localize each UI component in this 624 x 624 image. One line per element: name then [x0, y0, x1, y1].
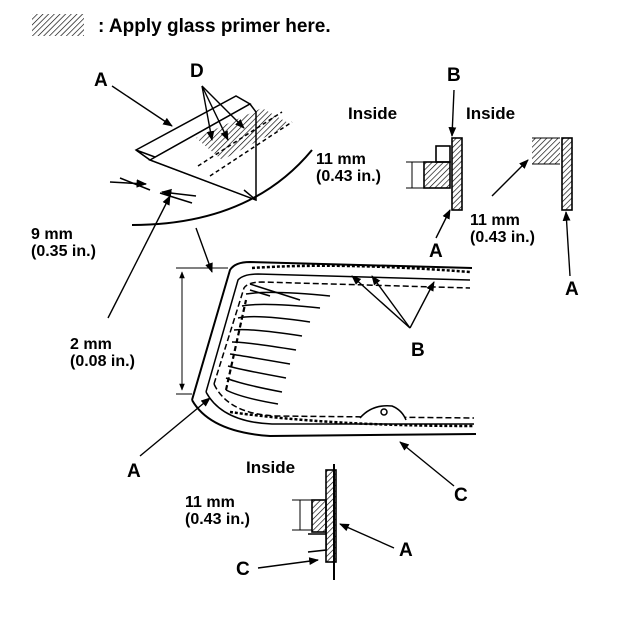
dimension-11mm-a-mm: 11 mm: [470, 212, 520, 229]
leader-lines: [107, 85, 571, 569]
dimension-2mm-mm: 2 mm: [70, 336, 112, 353]
callout-c-section: C: [236, 559, 250, 580]
dimension-11mm-c-mm: 11 mm: [185, 494, 235, 511]
callout-b-corner: B: [411, 340, 425, 361]
windshield-corner-view: [176, 260, 477, 438]
callout-a-glass: A: [94, 70, 108, 91]
callout-b-section: B: [447, 65, 461, 86]
section-a-detail: [532, 137, 573, 211]
dimension-11mm-a-in: (0.43 in.): [470, 229, 535, 246]
dimension-11mm-c-in: (0.43 in.): [185, 511, 250, 528]
callout-a-corner: A: [127, 461, 141, 482]
glass-section-detail: [109, 95, 313, 226]
dimension-11mm-b-in: (0.43 in.): [316, 168, 381, 185]
dimension-11mm-section-b: 11 mm (0.43 in.): [316, 151, 381, 185]
callout-c-corner: C: [454, 485, 468, 506]
section-c-detail: [292, 464, 337, 580]
dimension-11mm-section-c: 11 mm (0.43 in.): [185, 494, 250, 528]
dimension-11mm-section-a: 11 mm (0.43 in.): [470, 212, 535, 246]
callout-d: D: [190, 61, 204, 82]
dimension-2mm-in: (0.08 in.): [70, 353, 135, 370]
dimension-9mm: 9 mm (0.35 in.): [31, 226, 96, 260]
callout-a-section-b: A: [429, 241, 443, 262]
section-b-detail: [406, 137, 463, 211]
callout-a-section-c: A: [399, 540, 413, 561]
dimension-2mm: 2 mm (0.08 in.): [70, 336, 135, 370]
dimension-9mm-in: (0.35 in.): [31, 243, 96, 260]
legend-text: : Apply glass primer here.: [98, 16, 331, 37]
callout-a-section-a: A: [565, 279, 579, 300]
primer-hatch-swatch: [32, 14, 84, 36]
dimension-11mm-b-mm: 11 mm: [316, 151, 366, 168]
inside-label-section-c: Inside: [246, 458, 296, 477]
inside-label-section-a: Inside: [466, 104, 516, 123]
inside-label-section-b: Inside: [348, 104, 398, 123]
dimension-9mm-mm: 9 mm: [31, 226, 73, 243]
